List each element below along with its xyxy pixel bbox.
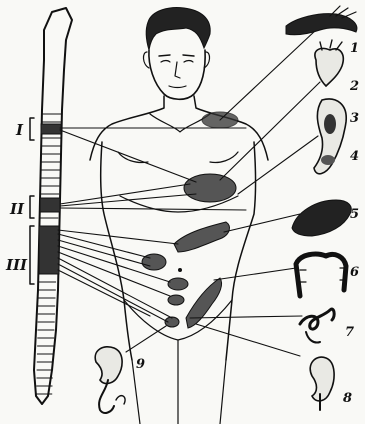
eyebrows [159,55,194,56]
organ-8-illustration [310,357,334,401]
bracket-III [30,226,34,284]
spine-segment-III-marker [39,226,59,274]
organ-label-2: 2 [349,79,359,94]
organ-9-duct [99,380,114,413]
zone-duodenum [168,295,184,305]
organ-label-1: 1 [350,41,359,56]
organ-label-6: 6 [350,265,359,280]
spine-top-shape [42,8,72,110]
organ-5-liver [292,200,351,236]
navel [178,268,182,272]
zone-liver [174,222,229,252]
organ-9-illustration [95,347,122,384]
hair [146,8,210,50]
nose [175,62,180,78]
organ-label-9: 9 [136,357,145,372]
spine-segment-I-marker [41,124,61,134]
pointer-9 [126,326,166,352]
spinal-column [34,8,72,404]
organ-label-4: 4 [350,149,359,164]
pointer-5 [224,214,300,232]
organ-label-3: 3 [350,111,359,126]
pointer-7 [190,316,302,318]
organ-7-tail [306,332,320,343]
pointer-8 [196,324,300,356]
segment-brackets [30,118,34,284]
organ-2-heart [315,48,343,86]
pointer-1 [220,30,316,120]
zone-intestine [186,278,222,328]
mouth [169,86,186,88]
label-segment-III: III [5,256,28,274]
organ-6-colon [296,254,346,296]
organ-9-loop [116,396,125,404]
organ-6-segments [300,268,346,282]
chest-lines [118,152,238,163]
organ-label-8: 8 [343,391,352,406]
spine-segment-II-marker [40,198,60,212]
organ-label-7: 7 [345,325,354,340]
line-I-heart [60,130,196,182]
bracket-I [30,118,34,140]
head-outline [149,50,205,99]
pointer-2-3 [220,82,320,180]
label-segment-I: I [15,121,24,139]
zone-heart-stomach [184,174,236,202]
legs [132,340,226,424]
label-segment-II: II [9,200,25,218]
organ-4-detail [321,155,335,165]
pointer-6 [214,268,296,280]
organ-7-intestine [300,309,334,329]
zone-pancreas [168,278,188,290]
organ-3-detail [324,114,336,134]
bracket-II [30,196,34,218]
pointer-4 [238,136,318,194]
organ-label-5: 5 [350,207,359,222]
collarbones [150,114,210,132]
